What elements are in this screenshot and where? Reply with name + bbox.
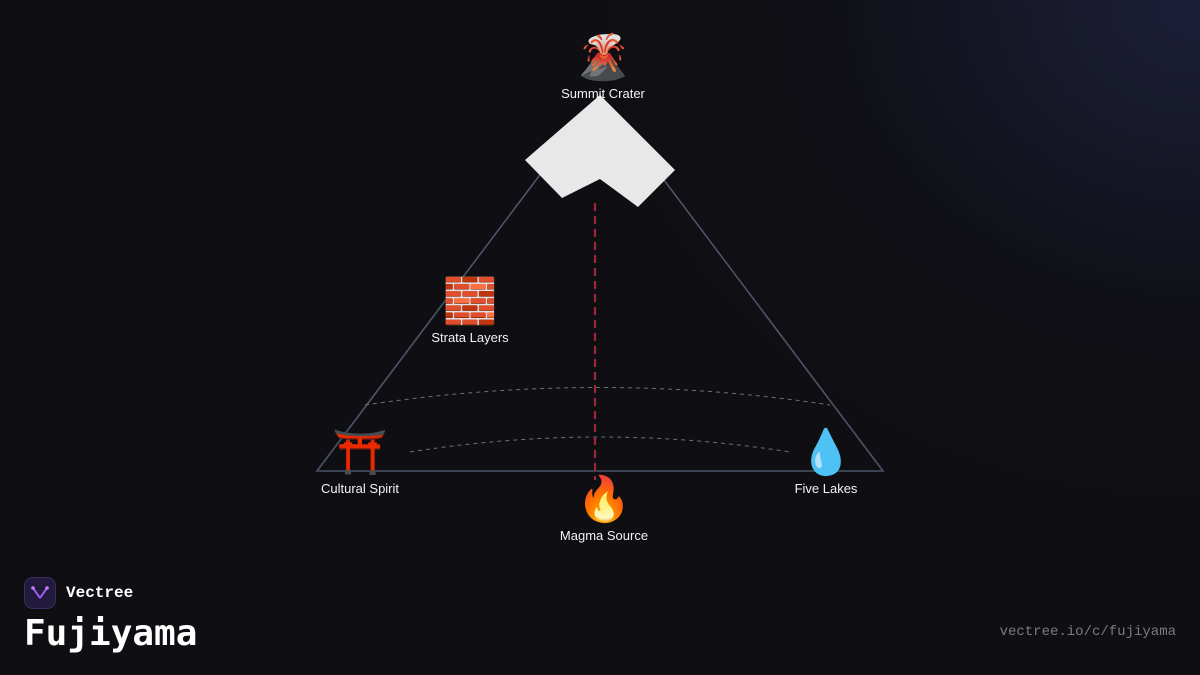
brand: Vectree <box>24 577 133 609</box>
contour-line-upper <box>364 387 831 406</box>
mountain-outline <box>315 93 885 472</box>
node-five-lakes: 💧 Five Lakes <box>795 429 858 497</box>
node-strata-layers: 🧱 Strata Layers <box>431 278 508 346</box>
node-label: Summit Crater <box>561 86 645 101</box>
page-title: Fujiyama <box>24 613 198 654</box>
node-summit-crater: 🌋 Summit Crater <box>561 34 645 102</box>
source-url: vectree.io/c/fujiyama <box>999 624 1176 640</box>
brand-name: Vectree <box>66 584 134 602</box>
contour-line-lower <box>409 436 791 453</box>
vectree-logo-icon <box>24 577 56 609</box>
node-label: Magma Source <box>559 528 649 543</box>
brick-icon: 🧱 <box>442 277 498 326</box>
node-cultural-spirit: ⛩️ Cultural Spirit <box>321 429 399 497</box>
water-drop-icon: 💧 <box>798 428 854 477</box>
snow-cap <box>525 95 675 207</box>
torii-gate-icon: ⛩️ <box>332 428 388 477</box>
volcano-icon: 🌋 <box>575 33 631 82</box>
node-label: Five Lakes <box>794 481 858 496</box>
node-label: Cultural Spirit <box>320 481 400 496</box>
node-magma-source: 🔥 Magma Source <box>560 476 648 544</box>
fire-icon: 🔥 <box>576 475 632 524</box>
node-label: Strata Layers <box>431 330 509 345</box>
